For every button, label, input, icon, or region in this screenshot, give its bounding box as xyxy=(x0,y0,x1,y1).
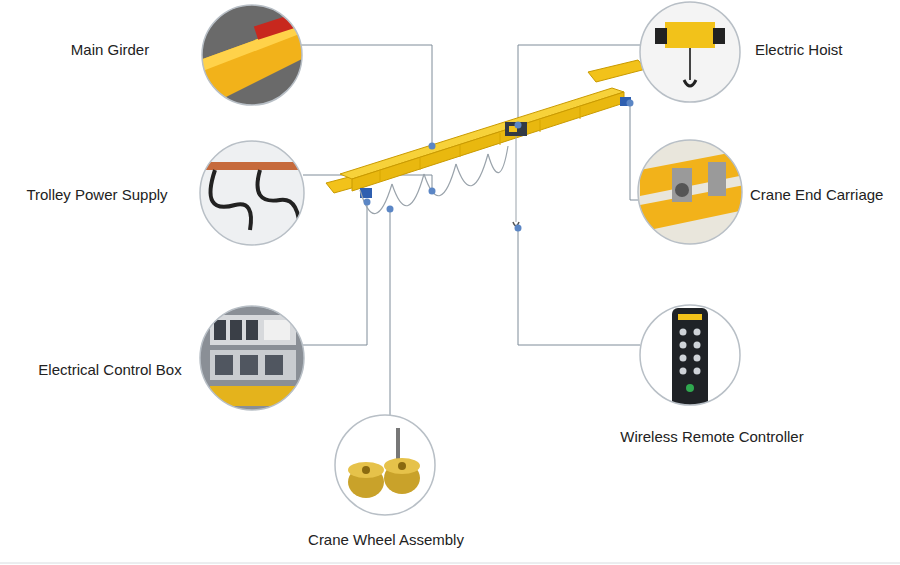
girder-photo xyxy=(200,0,310,110)
part-label: Electric Hoist xyxy=(755,41,843,59)
leader-lines xyxy=(301,45,640,415)
power-supply-photo xyxy=(198,140,308,250)
part-label: Crane Wheel Assembly xyxy=(308,531,464,549)
part-label: Main Girder xyxy=(71,41,149,59)
hoist-photo xyxy=(638,0,742,104)
part-label: Trolley Power Supply xyxy=(26,186,167,204)
leader-dots xyxy=(364,100,634,232)
overhead-crane xyxy=(326,60,646,226)
part-label: Electrical Control Box xyxy=(38,361,181,379)
wheel-photo xyxy=(334,414,436,516)
end-carriage-photo xyxy=(636,138,744,246)
control-box-photo xyxy=(198,304,308,414)
remote-photo xyxy=(640,305,740,408)
part-label: Wireless Remote Controller xyxy=(620,428,803,446)
part-label: Crane End Carriage xyxy=(750,186,883,204)
